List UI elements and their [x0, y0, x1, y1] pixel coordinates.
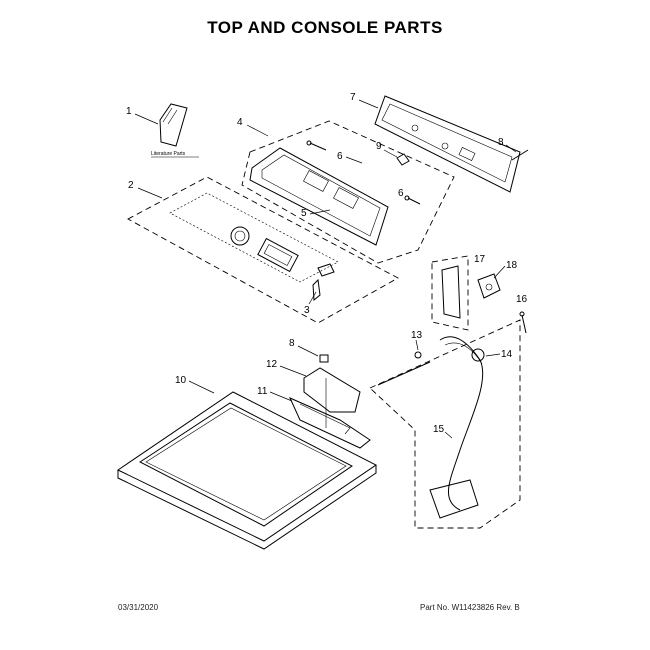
screw-6a[interactable] [306, 140, 327, 151]
literature-parts-booklet[interactable] [151, 103, 199, 158]
callout-8b: 8 [289, 338, 295, 349]
callout-14: 14 [501, 349, 513, 360]
callout-4: 4 [237, 117, 243, 128]
clip-part-3[interactable] [312, 263, 335, 302]
screw-8b[interactable] [319, 354, 329, 363]
callout-3: 3 [304, 305, 310, 316]
callout-5: 5 [301, 208, 307, 219]
callout-9: 9 [376, 141, 382, 152]
switch-part-18[interactable] [477, 273, 501, 299]
main-top-lid[interactable] [117, 391, 377, 550]
bracket-part-17[interactable] [431, 255, 469, 331]
callout-18: 18 [506, 260, 518, 271]
callout-17: 17 [474, 254, 486, 265]
callout-8a: 8 [498, 137, 504, 148]
hose-part-13[interactable] [377, 351, 431, 386]
screw-6b[interactable] [404, 195, 421, 205]
literature-parts-label: Literature Parts [151, 151, 186, 157]
callout-13: 13 [411, 330, 423, 341]
callout-11: 11 [257, 386, 268, 397]
footer-date: 03/31/2020 [118, 603, 159, 612]
callout-12: 12 [266, 359, 278, 370]
screw-8a[interactable] [511, 149, 529, 161]
console-panel[interactable] [241, 120, 455, 264]
screw-part-16[interactable] [519, 311, 527, 334]
callout-2: 2 [128, 180, 134, 191]
callout-1: 1 [126, 106, 132, 117]
console-back-panel[interactable] [374, 95, 521, 193]
wiring-harness-section[interactable] [369, 319, 521, 529]
callout-10: 10 [175, 375, 187, 386]
retainer-part-9[interactable] [396, 153, 410, 166]
callout-6a: 6 [337, 151, 343, 162]
callout-7: 7 [350, 92, 356, 103]
lid-lock-part-12[interactable] [303, 367, 361, 428]
callout-16: 16 [516, 294, 528, 305]
top-panel[interactable] [127, 176, 399, 324]
callout-6b: 6 [398, 188, 404, 199]
footer-part-number: Part No. W11423826 Rev. B [420, 603, 520, 612]
page-title: TOP AND CONSOLE PARTS [207, 18, 443, 37]
hinge-bracket-part-11[interactable] [289, 397, 371, 449]
callout-15: 15 [433, 424, 445, 435]
